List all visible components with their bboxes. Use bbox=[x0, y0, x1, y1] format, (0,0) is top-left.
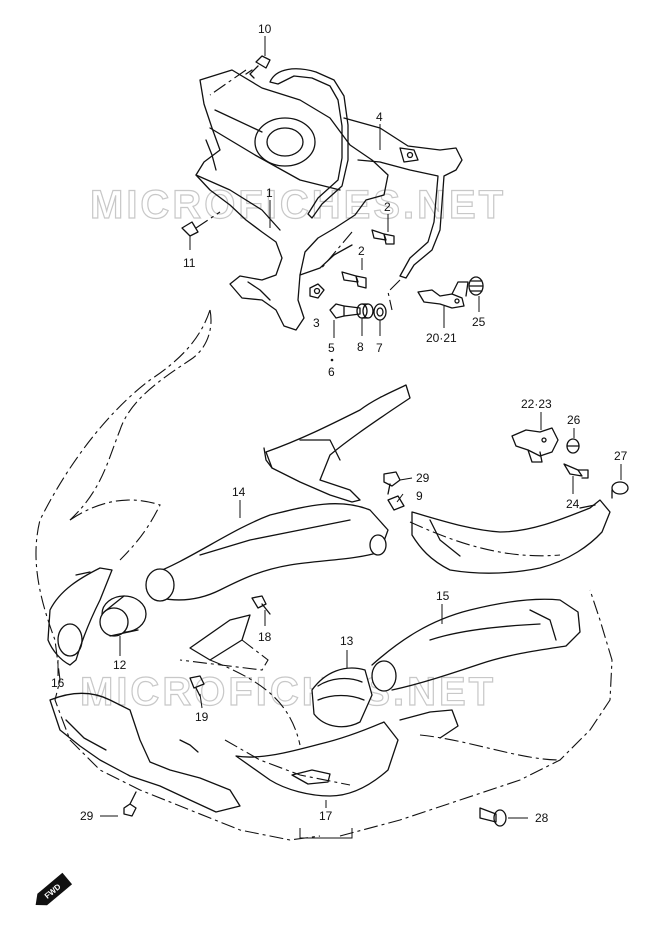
part-24-bolt bbox=[563, 463, 589, 479]
label-part-17: 17 bbox=[319, 809, 333, 823]
part-15-air-duct bbox=[371, 598, 581, 692]
label-part-20-21: 20·21 bbox=[426, 331, 457, 345]
part-13-intake-boot bbox=[311, 667, 373, 728]
right-side-cowl bbox=[411, 499, 611, 574]
part-22-23-bracket bbox=[511, 427, 559, 463]
part-25-grommet bbox=[468, 276, 484, 296]
label-part-22-23: 22·23 bbox=[521, 397, 552, 411]
windscreen-outline bbox=[69, 499, 561, 561]
label-part-2-lower: 2 bbox=[358, 244, 365, 258]
part-16-lamp-cover bbox=[47, 567, 113, 666]
dash-line-2 bbox=[319, 231, 353, 271]
fwd-arrow-icon: FWD bbox=[35, 872, 73, 906]
watermark-top: MICROFICHES.NET bbox=[90, 183, 506, 227]
part-18-screw bbox=[251, 595, 271, 615]
watermark-bottom: MICROFICHES.NET bbox=[80, 670, 496, 714]
label-part-11: 11 bbox=[183, 256, 196, 270]
part-28-bolt bbox=[479, 807, 507, 827]
left-lower-panel bbox=[49, 692, 241, 813]
part-20-21-bracket bbox=[417, 281, 469, 309]
part-17-lower-cowl bbox=[179, 709, 459, 797]
label-part-2-upper: 2 bbox=[384, 200, 391, 214]
part-19-screw bbox=[189, 675, 205, 697]
part-11-clip bbox=[181, 221, 199, 237]
label-part-13: 13 bbox=[340, 634, 354, 648]
part-3-nut bbox=[309, 283, 325, 299]
dash-line-20 bbox=[387, 279, 401, 311]
label-part-9: 9 bbox=[416, 489, 423, 503]
label-part-15: 15 bbox=[436, 589, 450, 603]
part-10-bolt bbox=[245, 55, 271, 79]
label-part-29-lower: 29 bbox=[80, 809, 94, 823]
label-part-29-upper: 29 bbox=[416, 471, 430, 485]
dash-line-11 bbox=[195, 211, 221, 229]
part-4-tube-stay bbox=[269, 68, 463, 279]
dot-5-6 bbox=[330, 358, 334, 362]
label-part-18: 18 bbox=[258, 630, 272, 644]
label-part-3: 3 bbox=[313, 316, 320, 330]
inner-panel-outline bbox=[209, 659, 561, 786]
label-part-12: 12 bbox=[113, 658, 127, 672]
label-part-4: 4 bbox=[376, 110, 383, 124]
part-27-screw bbox=[611, 481, 629, 499]
label-part-7: 7 bbox=[376, 341, 383, 355]
fairing-outline bbox=[35, 309, 613, 841]
label-part-16: 16 bbox=[51, 676, 65, 690]
label-part-8: 8 bbox=[357, 340, 364, 354]
label-part-27: 27 bbox=[614, 449, 628, 463]
label-part-28: 28 bbox=[535, 811, 549, 825]
leader-lines bbox=[57, 36, 622, 819]
part-29-screw-lower bbox=[123, 791, 137, 817]
part-2-bolt-lower bbox=[341, 271, 367, 289]
label-part-25: 25 bbox=[472, 315, 486, 329]
part-14-air-duct bbox=[145, 503, 389, 602]
part-12-intake-boot bbox=[99, 595, 147, 637]
label-part-14: 14 bbox=[232, 485, 246, 499]
part-7-grommet bbox=[373, 303, 387, 321]
part-5-bolt bbox=[329, 303, 361, 319]
label-part-6: 6 bbox=[328, 365, 335, 379]
label-part-10: 10 bbox=[258, 22, 272, 36]
part-1-fairing-bracket bbox=[195, 69, 389, 331]
dash-line-10 bbox=[209, 69, 247, 96]
part-2-bolt-upper bbox=[371, 229, 395, 245]
label-part-26: 26 bbox=[567, 413, 581, 427]
small-inner-bracket bbox=[179, 614, 269, 671]
label-part-5: 5 bbox=[328, 341, 335, 355]
part-29-screw-upper bbox=[383, 471, 401, 495]
label-part-24: 24 bbox=[566, 497, 580, 511]
label-part-19: 19 bbox=[195, 710, 209, 724]
part-26-grommet bbox=[566, 438, 580, 454]
label-part-1: 1 bbox=[266, 186, 273, 200]
bracket-17 bbox=[299, 828, 353, 839]
part-9-center-cover bbox=[263, 384, 411, 511]
